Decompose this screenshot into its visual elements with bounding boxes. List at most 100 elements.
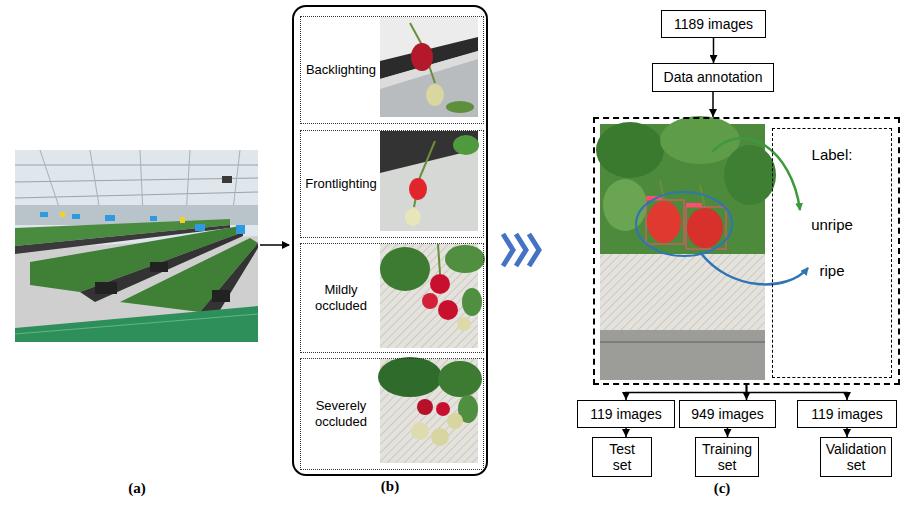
node-text: Validation set (826, 441, 886, 473)
flow-arrow (713, 38, 715, 63)
node-text: ripe (819, 262, 844, 279)
condition-label: Mildly occluded (301, 244, 381, 352)
illustration-shape (686, 203, 702, 207)
illustration-shape (150, 216, 157, 221)
illustration-shape (15, 306, 258, 342)
illustration-shape (430, 274, 450, 294)
illustration-shape (405, 208, 421, 226)
dataset-box: Validation set (820, 437, 892, 477)
condition-box: Mildly occluded (300, 243, 484, 353)
illustration-shape (462, 288, 482, 316)
node-text: unripe (811, 216, 853, 233)
node-text: 949 images (691, 406, 763, 422)
count-box: 949 images (679, 400, 776, 428)
illustration-shape (95, 282, 117, 294)
process-box: Data annotation (652, 63, 774, 92)
illustration-shape (380, 17, 478, 117)
panel-frame: (b)BacklightingFrontlightingMildly occlu… (292, 5, 488, 476)
illustration-shape (600, 254, 765, 380)
ripe-pointer (700, 252, 808, 284)
illustration-shape (636, 192, 732, 256)
node-text: Label: (812, 146, 853, 163)
illustration-shape (15, 165, 258, 166)
dataset-box: Test set (592, 437, 652, 477)
illustration-shape (447, 413, 463, 429)
flow-arrow (625, 428, 627, 437)
illustration-shape (15, 314, 258, 334)
illustration-shape (426, 84, 444, 106)
illustration-shape (222, 176, 232, 183)
illustration-shape (436, 402, 450, 416)
illustration-shape (411, 422, 429, 440)
illustration-shape (603, 179, 647, 231)
panel-caption: (b) (294, 478, 486, 495)
panel-label-text: (a) (117, 480, 157, 497)
illustration-shape (150, 262, 168, 272)
label-row: Label: (773, 139, 891, 169)
condition-box: Frontlighting (300, 130, 484, 238)
illustration-shape (457, 317, 471, 331)
illustration-shape (380, 131, 478, 173)
flow-arrow (727, 428, 729, 437)
illustration-shape (140, 150, 143, 214)
illustration-shape (411, 43, 433, 71)
illustration-shape (380, 131, 478, 231)
illustration-shape (90, 150, 100, 212)
annotation-frame: Label: unripe ripe (593, 117, 900, 385)
illustration-shape (409, 178, 427, 200)
node-text: Severely occluded (301, 398, 381, 429)
node-text: 119 images (590, 406, 661, 422)
illustration-shape (431, 428, 449, 446)
condition-label: Severely occluded (301, 359, 381, 469)
illustration-shape (529, 234, 539, 266)
illustration-shape (446, 101, 474, 113)
illustration-shape (503, 234, 513, 266)
unripe-pointer (712, 138, 800, 210)
node-text: Frontlighting (305, 176, 377, 192)
condition-label: Frontlighting (301, 131, 381, 237)
illustration-shape (596, 122, 664, 178)
illustration-shape (105, 215, 115, 221)
backlighting-photo (380, 17, 478, 117)
panel-label: (c) (702, 480, 742, 497)
flow-arrow (626, 385, 747, 400)
illustration-shape (438, 244, 440, 274)
illustration-shape (453, 135, 479, 155)
illustration-shape (600, 341, 765, 343)
count-box: 119 images (577, 400, 675, 428)
process-box: 1189 images (661, 10, 766, 38)
illustration-shape (60, 212, 65, 217)
illustration-shape (212, 290, 230, 302)
node-text: Data annotation (664, 69, 763, 85)
illustration-shape (195, 224, 205, 231)
flow-arrow (712, 92, 714, 117)
illustration-shape (15, 192, 258, 198)
illustration-shape (15, 178, 258, 182)
condition-box: Backlighting (300, 16, 484, 124)
illustration-shape (40, 212, 48, 217)
node-text: Mildly occluded (301, 282, 381, 313)
label-box: Label: unripe ripe (772, 128, 892, 378)
node-text: Training set (702, 441, 752, 473)
condition-label: Backlighting (301, 17, 381, 123)
illustration-shape (516, 234, 526, 266)
frontlighting-photo (380, 131, 479, 231)
severely-occluded-photo (378, 357, 482, 463)
greenhouse-photo (15, 150, 258, 342)
node-text: 119 images (811, 406, 882, 422)
illustration-shape (410, 23, 435, 83)
illustration-shape (40, 150, 60, 210)
illustration-shape (180, 217, 185, 223)
illustration-shape (686, 207, 726, 249)
illustration-shape (15, 150, 258, 342)
illustration-shape (724, 145, 776, 205)
illustration-shape (687, 208, 723, 248)
count-box: 119 images (797, 400, 897, 428)
illustration-shape (380, 247, 430, 291)
annotation-photo (596, 116, 776, 380)
illustration-shape (646, 200, 684, 244)
